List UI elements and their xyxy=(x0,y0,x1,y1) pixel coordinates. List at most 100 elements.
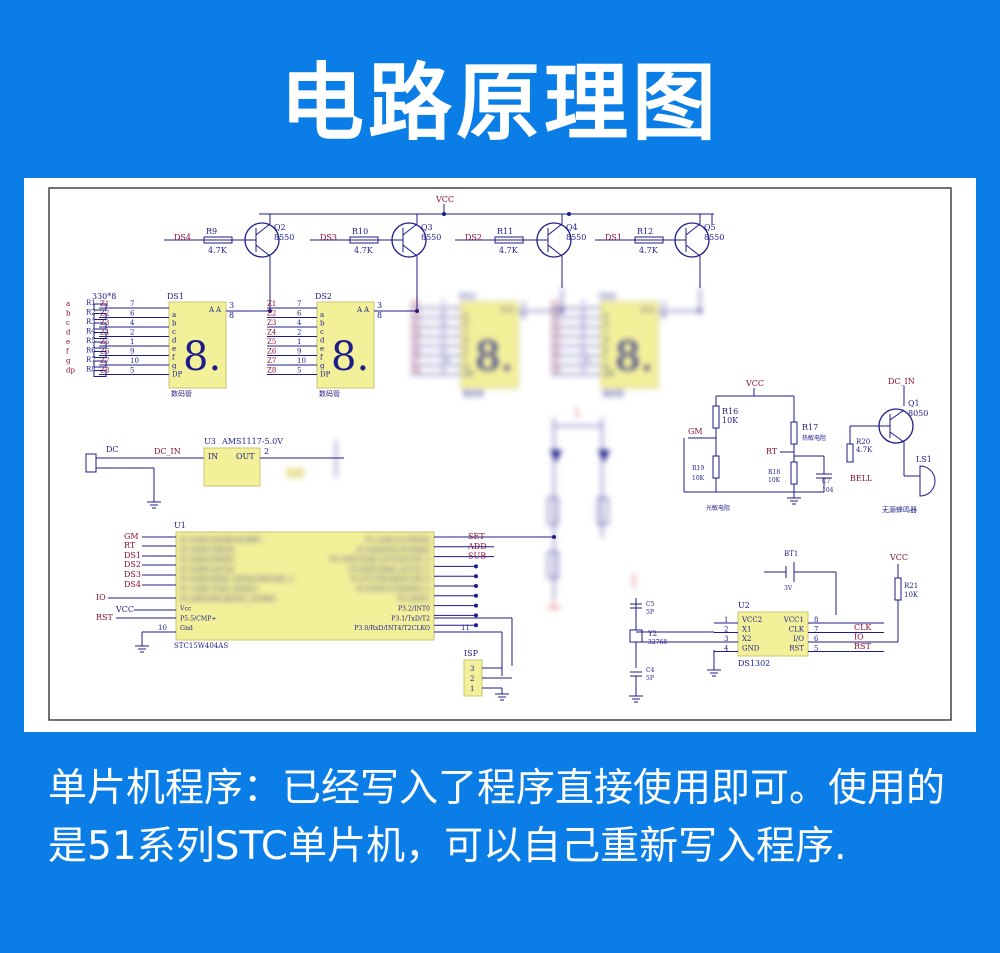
r21-val: 10K xyxy=(904,591,919,599)
digit-glyph: 8. xyxy=(183,334,221,380)
display-body xyxy=(460,301,519,389)
mcu-body xyxy=(175,531,435,641)
seg-resistor xyxy=(93,341,107,349)
digit-glyph: 8. xyxy=(615,334,653,380)
mcu-net: RT xyxy=(124,541,136,550)
z-pin: 10 xyxy=(297,357,306,365)
transistor-leg xyxy=(255,223,271,236)
seg-resistor-ref: R1 xyxy=(86,299,96,307)
z-pin: 4 xyxy=(441,319,446,327)
z-pin: 9 xyxy=(441,348,445,356)
z-net: Z7 xyxy=(267,357,276,365)
mcu-right-pin: P1.1/ADC1/CCP0/SS xyxy=(366,537,430,544)
mcu-right-pin: P3.6/INT2/RxD_2/CCP1_2 xyxy=(349,566,430,573)
transistor-ref: Q2 xyxy=(274,223,286,232)
rtc-pin-num: 1 xyxy=(724,616,728,624)
junction-dot xyxy=(474,623,478,628)
seg-net: dp xyxy=(66,367,75,375)
z-pin: 10 xyxy=(441,357,450,365)
junction-dot xyxy=(560,309,564,313)
z-net: Z2 xyxy=(411,310,420,318)
r21-vcc: VCC xyxy=(889,553,908,562)
rtc-body xyxy=(737,611,809,657)
resistor-value: 4.7K xyxy=(208,246,228,255)
battery-ref: BT1 xyxy=(784,550,798,558)
net-label: DS1 xyxy=(605,233,622,242)
z-net: Z3 xyxy=(267,319,276,327)
z-net: Z4 xyxy=(551,329,561,337)
seg-resistor xyxy=(93,370,107,377)
display-pin-num: 3 xyxy=(377,301,382,310)
display-pin-a: A xyxy=(500,306,507,314)
rtc-right-pin: VCC1 xyxy=(783,616,804,624)
resistor-value: 4.7K xyxy=(499,246,519,255)
display-pin-a: A xyxy=(356,306,363,314)
mcu-net-io: IO xyxy=(96,593,106,602)
z-pin: 4 xyxy=(297,319,302,327)
resistor-value: 4.7K xyxy=(354,246,374,255)
c7-ref: C7 xyxy=(822,478,831,485)
net-label: DS3 xyxy=(320,233,337,242)
seg-resistor xyxy=(93,351,107,358)
z-pin: 10 xyxy=(581,357,590,365)
seg-net: f xyxy=(66,348,70,356)
z-pin: 2 xyxy=(441,329,445,337)
mcu-right-pin: P3.1/TxD/T2 xyxy=(391,615,430,622)
resistor-ref: R9 xyxy=(206,227,217,236)
display-pin: g xyxy=(172,362,177,370)
mcu-right-net: SET xyxy=(468,532,485,541)
r19-val: 10K xyxy=(692,475,705,482)
z-pin: 6 xyxy=(441,310,446,318)
z-pin: 5 xyxy=(297,367,301,375)
junction-dot xyxy=(474,613,478,618)
rtc-pin-num: 3 xyxy=(724,635,728,643)
isp-pin: 3 xyxy=(470,665,474,673)
sensor-vcc: VCC xyxy=(745,379,764,388)
resistor-ref: R11 xyxy=(497,227,513,236)
rtc-part: DS1302 xyxy=(738,659,770,668)
seg-net: b xyxy=(66,310,71,318)
mcu-left-pin: P5.5/CMP+ xyxy=(180,615,217,622)
z-net: Z6 xyxy=(411,348,421,356)
display-pin-a: A xyxy=(647,306,654,314)
seg-resistor xyxy=(93,332,107,339)
display-pin: c xyxy=(604,328,608,336)
z-net: Z2 xyxy=(551,310,560,318)
display-pin: g xyxy=(604,362,609,370)
junction-dot xyxy=(474,584,478,588)
z-pin: 6 xyxy=(130,310,135,318)
display-pin: f xyxy=(172,354,176,362)
buzzer-caption: 无源蜂鸣器 xyxy=(882,505,917,514)
q1-part: 8050 xyxy=(908,409,928,418)
z-pin: 6 xyxy=(297,310,302,318)
display-pin: b xyxy=(464,320,469,328)
resistor-R9 xyxy=(203,236,233,244)
display-pin: f xyxy=(464,354,468,362)
mcu-pin-10: 10 xyxy=(158,624,167,632)
cap-c5-ref: C5 xyxy=(646,601,655,608)
z-net: Z5 xyxy=(551,338,560,346)
ls1-ref: LS1 xyxy=(916,455,932,464)
display-pin-num: 3 xyxy=(521,301,526,310)
gm-net: GM xyxy=(688,427,703,436)
r17-desc: 热敏电阻 xyxy=(802,434,826,442)
display-pin-a: A xyxy=(507,306,514,314)
z-pin: 4 xyxy=(130,319,135,327)
seg-resistor-ref: R5 xyxy=(86,337,96,345)
digit-glyph: 8. xyxy=(331,334,369,380)
keys-area xyxy=(547,408,635,609)
z-pin: 1 xyxy=(441,338,445,346)
rtc-left-pin: GND xyxy=(742,645,760,653)
mcu-net-rst: RST xyxy=(96,613,114,622)
seg-resistor-ref: R7 xyxy=(86,356,96,364)
isp-pin: 2 xyxy=(470,675,474,683)
mcu-left-pin: P1.6/ADC6/RxD_2/XTAL2/MCLKO_2 xyxy=(180,576,293,583)
resistor-R18 xyxy=(790,461,798,485)
resistor-value: 4.7K xyxy=(639,246,659,255)
